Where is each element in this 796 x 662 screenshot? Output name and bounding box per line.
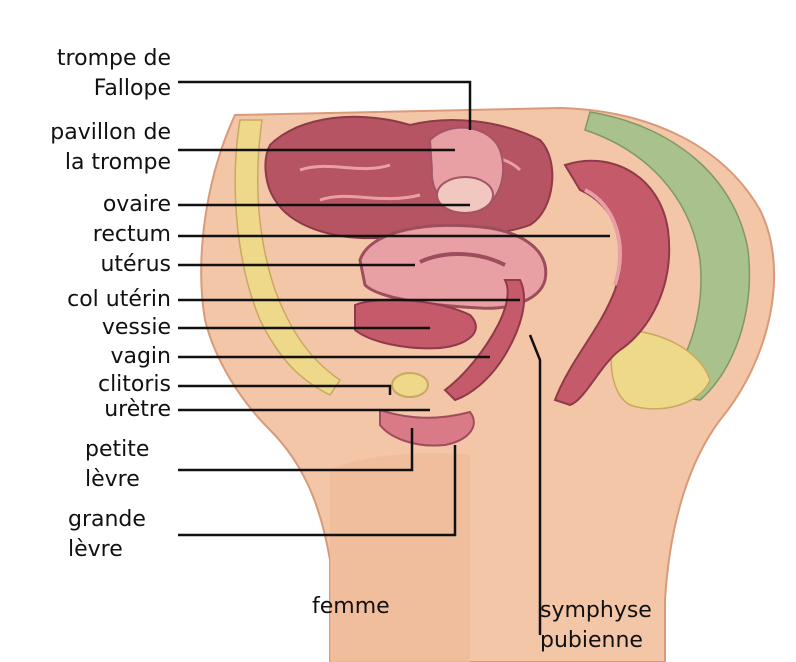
label-symphyse-line1: symphyse: [540, 596, 652, 626]
intestines: [265, 117, 552, 238]
label-grande-levre: grande lèvre: [68, 505, 146, 565]
caption-femme: femme: [312, 592, 390, 622]
label-grande-levre-line1: grande: [68, 505, 146, 535]
label-vessie: vessie: [102, 313, 171, 343]
label-pavillon-de-la-trompe: pavillon de la trompe: [50, 118, 171, 178]
label-symphyse-pubienne: symphyse pubienne: [540, 596, 652, 656]
label-ovaire: ovaire: [103, 190, 171, 220]
label-trompe-de-fallope-line2: Fallope: [57, 74, 171, 104]
label-uterus: utérus: [100, 250, 171, 280]
label-petite-levre-line2: lèvre: [85, 465, 149, 495]
label-pavillon-line2: la trompe: [50, 148, 171, 178]
label-symphyse-line2: pubienne: [540, 626, 652, 656]
thigh-shading: [330, 453, 470, 662]
label-petite-levre-line1: petite: [85, 435, 149, 465]
label-petite-levre: petite lèvre: [85, 435, 149, 495]
label-trompe-de-fallope-line1: trompe de: [57, 44, 171, 74]
label-uretre: urètre: [104, 395, 171, 425]
label-grande-levre-line2: lèvre: [68, 535, 146, 565]
label-rectum: rectum: [93, 220, 171, 250]
pubic-bone: [392, 373, 428, 397]
label-pavillon-line1: pavillon de: [50, 118, 171, 148]
label-vagin: vagin: [110, 342, 171, 372]
label-trompe-de-fallope: trompe de Fallope: [57, 44, 171, 104]
ovary: [437, 177, 493, 213]
label-col-uterin: col utérin: [67, 285, 171, 315]
